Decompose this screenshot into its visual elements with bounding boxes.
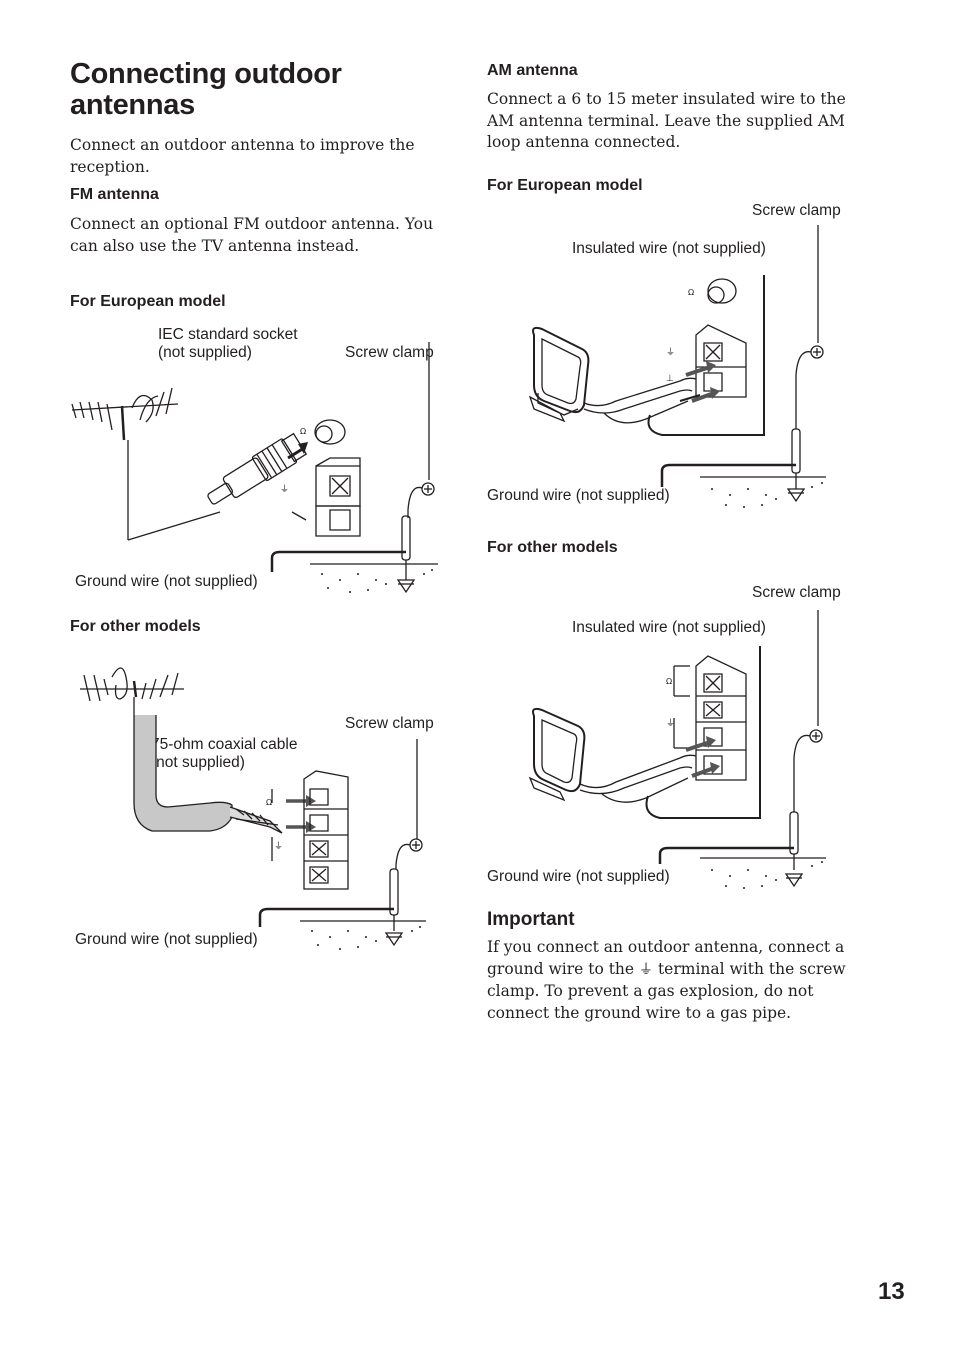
svg-text:⏚: ⏚ — [666, 347, 675, 358]
am-eu-screw-clamp-label: Screw clamp — [752, 202, 841, 219]
am-eu-ground-wire-label: Ground wire (not supplied) — [487, 487, 670, 504]
am-antenna-heading: AM antenna — [487, 62, 578, 79]
important-text-part-1: If you connect an outdoor antenna, conne… — [487, 938, 845, 978]
am-eu-insulated-wire-label: Insulated wire (not supplied) — [572, 240, 766, 257]
intro-text: Connect an outdoor antenna to improve th… — [70, 136, 415, 176]
am-other-heading: For other models — [487, 539, 618, 556]
am-other-insulated-wire-label: Insulated wire (not supplied) — [572, 619, 766, 636]
fm-other-screw-clamp-label: Screw clamp — [345, 715, 434, 732]
am-other-diagram: Ω ⏚ — [520, 608, 850, 889]
am-other-screw-clamp-label: Screw clamp — [752, 584, 841, 601]
iec-socket-label: IEC standard socket (not supplied) — [158, 326, 298, 361]
svg-text:Ω: Ω — [266, 798, 272, 807]
fm-antenna-text: Connect an optional FM outdoor antenna. … — [70, 215, 434, 255]
fm-other-heading: For other models — [70, 618, 201, 635]
fm-eu-ground-wire-label: Ground wire (not supplied) — [75, 573, 258, 590]
page-title: Connecting outdoor antennas — [70, 58, 342, 121]
fm-european-heading: For European model — [70, 293, 226, 310]
fm-european-diagram: Ω ⏚ — [60, 360, 460, 600]
page-number: 13 — [878, 1278, 905, 1305]
svg-text:Ω: Ω — [688, 288, 694, 297]
fm-other-ground-wire-label: Ground wire (not supplied) — [75, 931, 258, 948]
important-text-part-2: terminal with the screw clamp. To preven… — [487, 959, 846, 1022]
svg-text:⊥: ⊥ — [666, 374, 674, 384]
svg-text:⏚: ⏚ — [666, 718, 675, 729]
am-antenna-text: Connect a 6 to 15 meter insulated wire t… — [487, 90, 846, 151]
fm-eu-screw-clamp-label: Screw clamp — [345, 344, 434, 361]
svg-text:Ω: Ω — [666, 677, 672, 686]
fm-antenna-heading: FM antenna — [70, 186, 159, 203]
svg-text:⏚: ⏚ — [280, 484, 289, 495]
ground-terminal-icon: ⏚ — [639, 961, 654, 978]
important-text: If you connect an outdoor antenna, conne… — [487, 937, 857, 1024]
am-european-diagram: Ω ⏚ ⊥ — [520, 225, 850, 508]
svg-text:Ω: Ω — [300, 427, 306, 436]
am-european-heading: For European model — [487, 177, 643, 194]
am-other-ground-wire-label: Ground wire (not supplied) — [487, 868, 670, 885]
svg-text:⏚: ⏚ — [274, 841, 283, 852]
important-heading: Important — [487, 909, 575, 930]
fm-other-diagram: Ω ⏚ — [60, 655, 460, 950]
coaxial-cable-label: 75-ohm coaxial cable (not supplied) — [151, 736, 298, 771]
